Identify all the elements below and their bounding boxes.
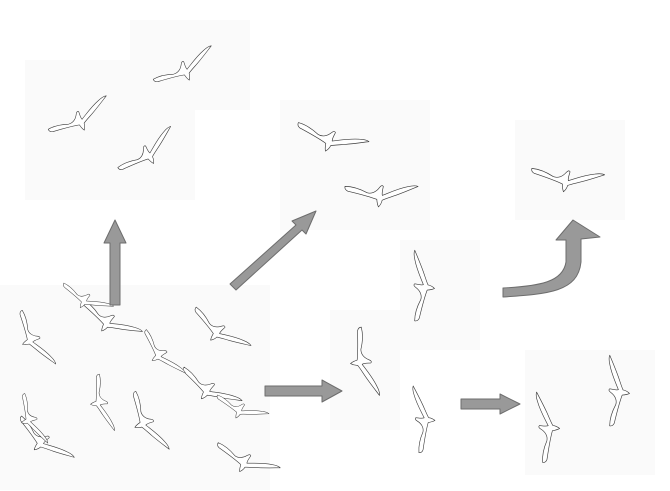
- arrow-diagonal-gray-block-arrow-icon: [229, 210, 317, 291]
- arrows-layer: [103, 210, 601, 415]
- arrow-up-gray-block-arrow-icon: [103, 219, 127, 306]
- birds-layer: [0, 20, 655, 490]
- arrow-curved-up-gray-block-arrow-icon: [502, 219, 601, 298]
- arrow-right-far-gray-block-arrow-icon: [460, 393, 521, 415]
- arrow-right-lower-gray-block-arrow-icon: [264, 379, 343, 403]
- bird-halo-4: [400, 240, 480, 350]
- seagull-outline-icon: [406, 385, 439, 455]
